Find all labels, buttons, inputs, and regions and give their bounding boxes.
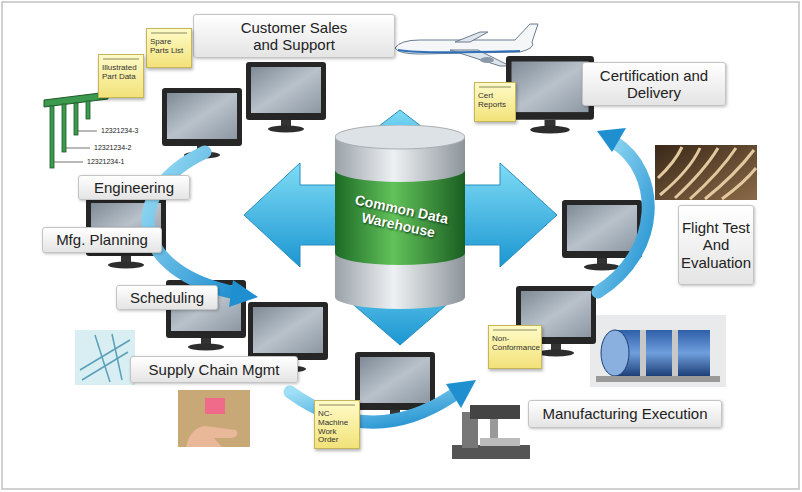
box-photo [178,390,250,447]
stage-label: Engineering [94,179,174,196]
fuselage-photo [590,315,726,387]
stage-label-box: Engineering [78,175,190,200]
monitor [86,56,642,423]
stage-label: Certification and Delivery [593,67,715,102]
stage-label-box: Customer Sales and Support [193,14,395,58]
note-text: NC-Machine Work Order [318,410,356,445]
part-drawing [44,92,108,168]
part-number: 12321234-2 [93,144,132,151]
sticky-note: Spare Parts List [146,28,192,68]
stage-label: Scheduling [130,289,204,306]
note-text: Illustrated Part Data [102,64,140,82]
scheduling-photo [75,330,135,385]
stage-label: Manufacturing Execution [542,405,707,422]
sticky-note: Illustrated Part Data [98,54,144,98]
sticky-note: Cert Reports [474,82,516,122]
stage-label-box: Certification and Delivery [582,62,726,106]
stage-label-box: Mfg. Planning [42,227,162,253]
part-number: 12321234-3 [100,127,139,134]
stage-label-box: Flight Test And Evaluation [678,205,754,285]
note-text: Cert Reports [478,92,512,110]
stage-label: Supply Chain Mgmt [149,361,280,378]
stage-label: Flight Test And Evaluation [681,219,751,271]
machine-photo [452,405,530,459]
turbine-photo [655,145,757,200]
database-cylinder: Common Data Warehouse [335,125,465,310]
stage-label-box: Supply Chain Mgmt [130,356,298,383]
stage-label: Customer Sales and Support [232,19,356,54]
sticky-note: Non-Conformance [488,325,542,369]
sticky-note: NC-Machine Work Order [314,400,360,449]
part-number: 12321234-1 [86,158,125,165]
note-text: Non-Conformance [492,335,538,353]
stage-label-box: Manufacturing Execution [528,400,722,428]
stage-label-box: Scheduling [116,285,218,310]
stage-label: Mfg. Planning [56,231,148,248]
note-text: Spare Parts List [150,38,188,56]
